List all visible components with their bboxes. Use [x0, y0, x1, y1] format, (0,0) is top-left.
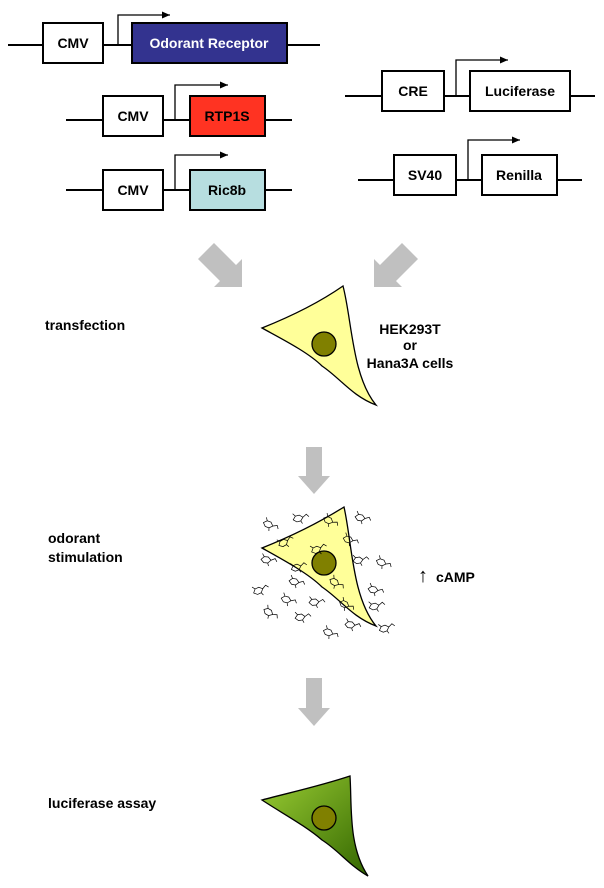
odorant-molecule: [263, 604, 278, 619]
step-stimulation-label-line2: stimulation: [48, 549, 123, 565]
odorant-molecule: [260, 553, 278, 567]
construct-ric8b: CMV Ric8b: [66, 151, 292, 211]
camp-up-arrow: ↑: [418, 565, 428, 587]
camp-label: cAMP: [436, 569, 475, 585]
nucleus: [311, 805, 337, 831]
gene-label: Odorant Receptor: [149, 35, 269, 51]
nucleus: [311, 550, 337, 576]
promoter-box: [102, 169, 164, 211]
odorant-molecule: [342, 532, 359, 547]
cell-label-line2: or: [403, 337, 418, 353]
cell-label-line3: Hana3A cells: [367, 355, 454, 371]
nucleus: [311, 331, 337, 357]
odorant-molecule: [276, 536, 294, 547]
construct-sv40-renilla: SV40 Renilla: [358, 136, 582, 196]
gene-box: [481, 154, 558, 196]
promoter-label: CMV: [117, 182, 149, 198]
gene-box: [469, 70, 571, 112]
promoter-box: [393, 154, 457, 196]
promoter-box: [381, 70, 445, 112]
cell-label-line1: HEK293T: [379, 321, 441, 337]
step-transfection-label: transfection: [45, 317, 125, 333]
arrow-down-right: [198, 243, 242, 287]
odorant-molecule: [251, 584, 269, 596]
stimulated-cell: [260, 505, 379, 628]
gene-label: Ric8b: [208, 182, 246, 198]
promoter-arrow: [174, 151, 228, 190]
odorant-molecule: [368, 601, 386, 612]
gene-label: Renilla: [496, 167, 542, 183]
odorant-molecule: [339, 596, 355, 611]
assay-cell: [260, 775, 369, 877]
odorant-molecule: [354, 510, 372, 525]
promoter-label: SV40: [408, 167, 442, 183]
odorant-molecule: [262, 517, 279, 531]
step-stimulation-label-line1: odorant: [48, 530, 100, 546]
odorant-molecule: [322, 625, 339, 639]
odorant-molecule: [288, 574, 306, 589]
odorant-molecule: [309, 543, 327, 555]
promoter-label: CMV: [57, 35, 89, 51]
promoter-arrow: [455, 56, 508, 96]
odorant-molecules: [251, 510, 396, 639]
odorant-molecule: [378, 623, 396, 634]
promoter-arrow: [467, 136, 520, 180]
transfected-cell: [260, 284, 379, 407]
odorant-molecule: [290, 562, 308, 573]
promoter-label: CMV: [117, 108, 149, 124]
odorant-molecule: [375, 555, 392, 569]
gene-box: [131, 22, 288, 64]
gene-box: [189, 95, 266, 137]
gene-label: RTP1S: [204, 108, 249, 124]
odorant-molecule: [367, 582, 385, 597]
construct-odorant-receptor: CMV Odorant Receptor: [8, 11, 320, 64]
promoter-box: [42, 22, 104, 64]
odorant-molecule: [280, 592, 297, 607]
promoter-arrow: [174, 81, 228, 120]
promoter-box: [102, 95, 164, 137]
gene-box: [189, 169, 266, 211]
odorant-molecule: [294, 611, 312, 623]
odorant-molecule: [329, 574, 344, 589]
gene-label: Luciferase: [485, 83, 555, 99]
arrow-down-2: [298, 678, 330, 726]
odorant-molecule: [352, 554, 370, 566]
arrow-down-1: [298, 447, 330, 494]
odorant-molecule: [344, 618, 362, 632]
odorant-molecule: [308, 596, 326, 609]
construct-cre-luciferase: CRE Luciferase: [345, 56, 595, 112]
odorant-molecule: [292, 513, 310, 524]
arrow-down-left: [374, 243, 418, 287]
odorant-molecule: [323, 512, 339, 527]
step-assay-label: luciferase assay: [48, 795, 156, 811]
construct-rtp1s: CMV RTP1S: [66, 81, 292, 137]
promoter-label: CRE: [398, 83, 428, 99]
promoter-arrow: [117, 11, 170, 45]
